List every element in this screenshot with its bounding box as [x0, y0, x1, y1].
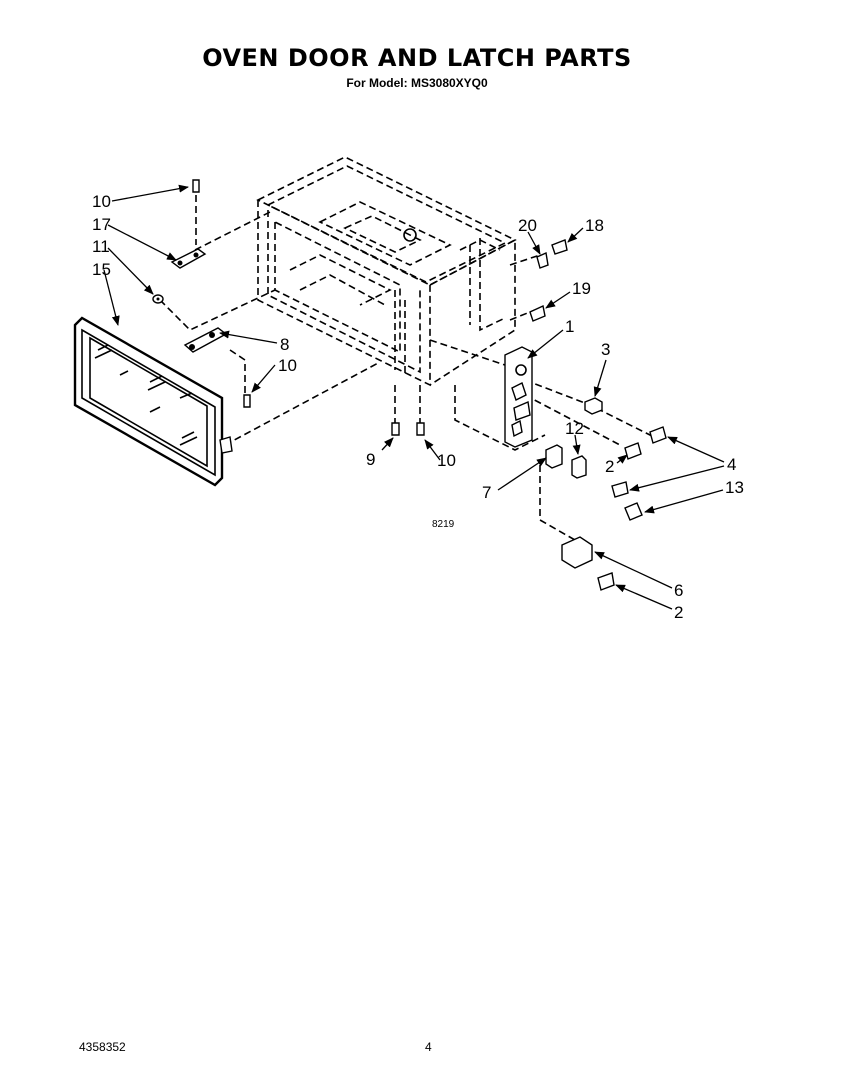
callout-6: 6 [674, 581, 683, 600]
screws [192, 179, 568, 454]
part-number: 4358352 [79, 1040, 126, 1054]
callout-1: 1 [565, 317, 574, 336]
callout-15: 15 [92, 260, 111, 279]
model-subtitle: For Model: MS3080XYQ0 [346, 76, 488, 90]
lower-hinge [183, 327, 228, 353]
callout-19: 19 [572, 279, 591, 298]
callout-20: 20 [518, 216, 537, 235]
callout-13: 13 [725, 478, 744, 497]
callout-18: 18 [585, 216, 604, 235]
upper-hinge [170, 248, 207, 269]
oven-cabinet-outline [256, 156, 546, 451]
washer-11 [152, 294, 164, 304]
callout-12: 12 [565, 419, 584, 438]
callout-7: 7 [482, 483, 491, 502]
callout-10-top: 10 [92, 192, 111, 211]
callout-3: 3 [601, 340, 610, 359]
figure-code: 8219 [432, 519, 455, 530]
callout-17: 17 [92, 215, 111, 234]
callout-9: 9 [366, 450, 375, 469]
callout-8: 8 [280, 335, 289, 354]
callout-2-lower: 2 [674, 603, 683, 622]
latch-plate [504, 346, 533, 448]
page-title: OVEN DOOR AND LATCH PARTS [202, 44, 632, 72]
leader-lines [103, 184, 725, 610]
callout-10-bottom: 10 [437, 451, 456, 470]
latch-switches [545, 397, 667, 591]
page-number: 4 [425, 1040, 432, 1054]
callout-10-hinge: 10 [278, 356, 297, 375]
callout-2-upper: 2 [605, 457, 614, 476]
callout-4: 4 [727, 455, 736, 474]
callout-11: 11 [92, 237, 110, 256]
door-assembly [73, 316, 224, 487]
